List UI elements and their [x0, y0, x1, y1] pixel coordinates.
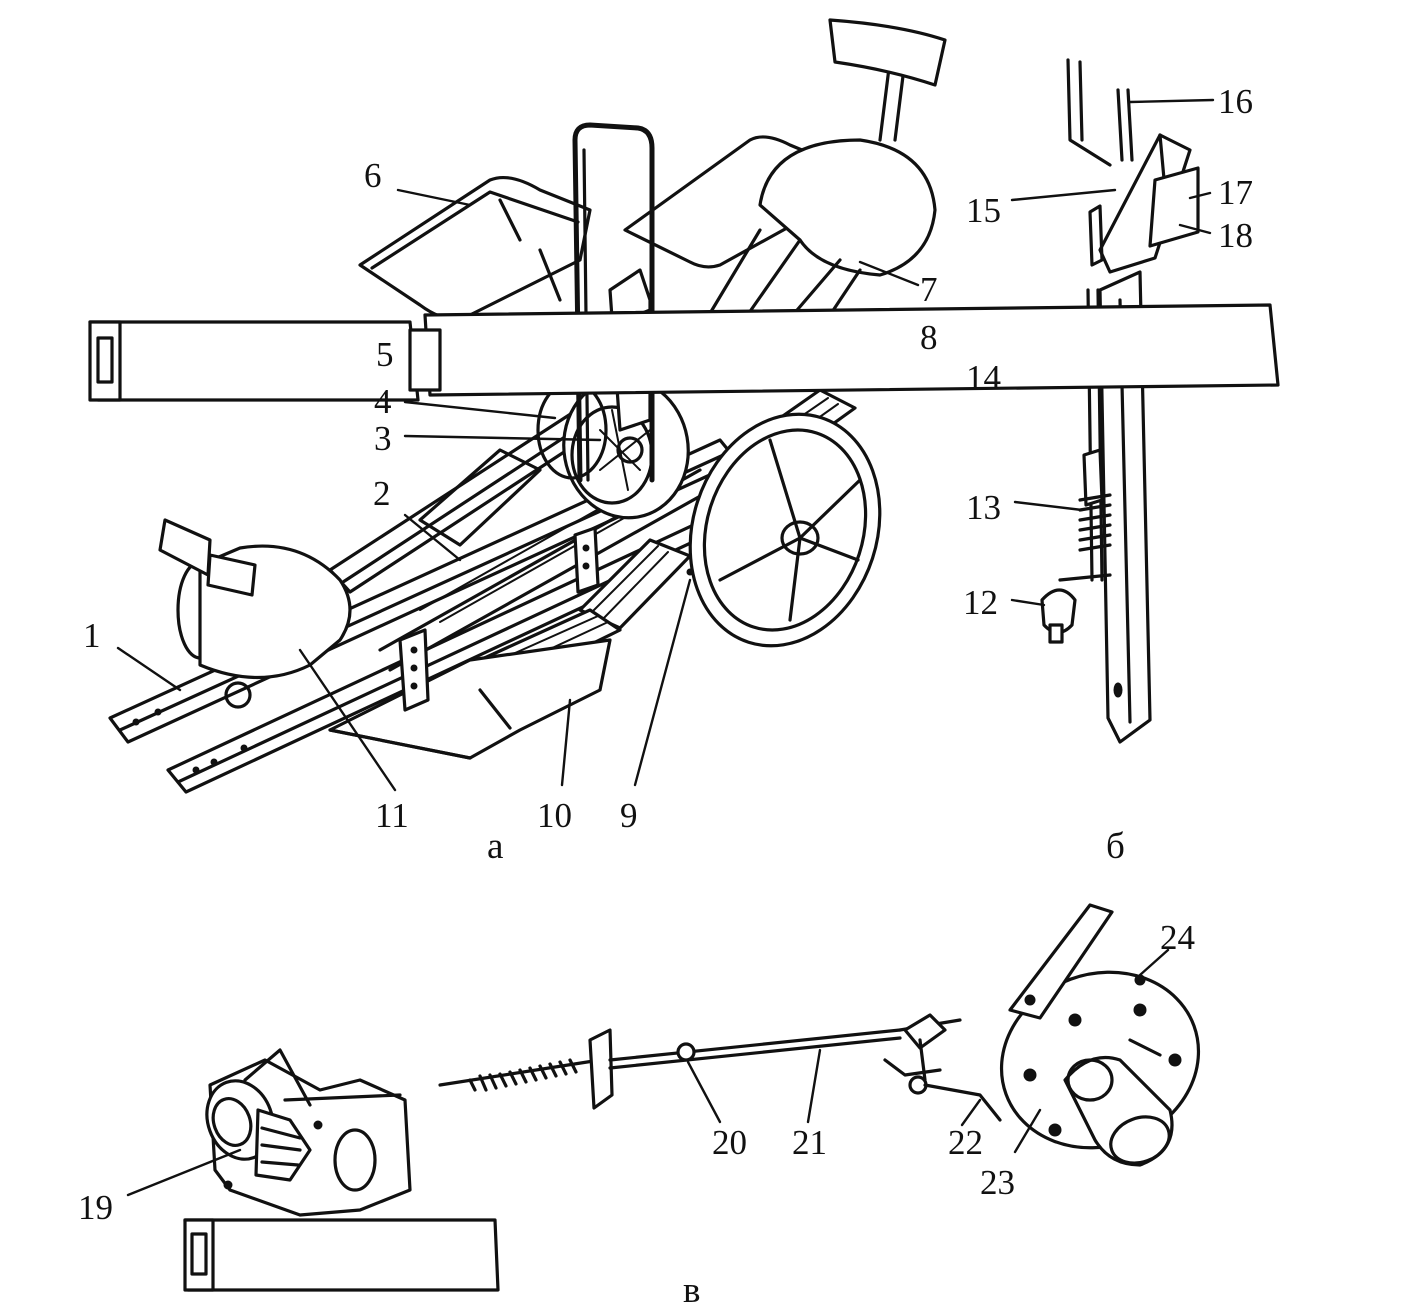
callout-19: 19 [78, 1188, 113, 1227]
callout-3: 3 [374, 419, 392, 458]
callout-21: 21 [792, 1123, 827, 1162]
callout-8: 8 [920, 318, 938, 357]
callout-4: 4 [374, 382, 392, 421]
callout-12: 12 [963, 583, 998, 622]
opener-share [328, 638, 612, 760]
callout-7: 7 [920, 270, 938, 309]
figure-c-transmission [88, 303, 1280, 1292]
subfigure-label-a: а [487, 826, 504, 867]
hopper-7 [623, 18, 947, 347]
subfigure-label-b: б [1106, 826, 1125, 867]
callout-2: 2 [373, 474, 391, 513]
mount-bracket [398, 526, 600, 712]
callout-17: 17 [1218, 173, 1253, 212]
figure-a-machine [108, 18, 947, 794]
drive-wheel [686, 412, 882, 648]
callout-18: 18 [1218, 216, 1253, 255]
callout-14: 14 [966, 358, 1001, 397]
leaders-c [126, 948, 1170, 1197]
callout-1: 1 [83, 616, 101, 655]
callout-11: 11 [375, 796, 409, 835]
figure-b-coulter [1010, 58, 1215, 744]
callout-20: 20 [712, 1123, 747, 1162]
callout-15: 15 [966, 191, 1001, 230]
callout-24: 24 [1160, 918, 1195, 957]
callout-16: 16 [1218, 82, 1253, 121]
callout-13: 13 [966, 488, 1001, 527]
callout-5: 5 [376, 335, 394, 374]
callout-23: 23 [980, 1163, 1015, 1202]
hopper-frame-6 [358, 176, 592, 322]
front-wheel-shield [158, 518, 352, 709]
subfigure-label-v: в [683, 1270, 701, 1311]
callout-22: 22 [948, 1123, 983, 1162]
callout-10: 10 [537, 796, 572, 835]
callout-6: 6 [364, 156, 382, 195]
callout-9: 9 [620, 796, 638, 835]
